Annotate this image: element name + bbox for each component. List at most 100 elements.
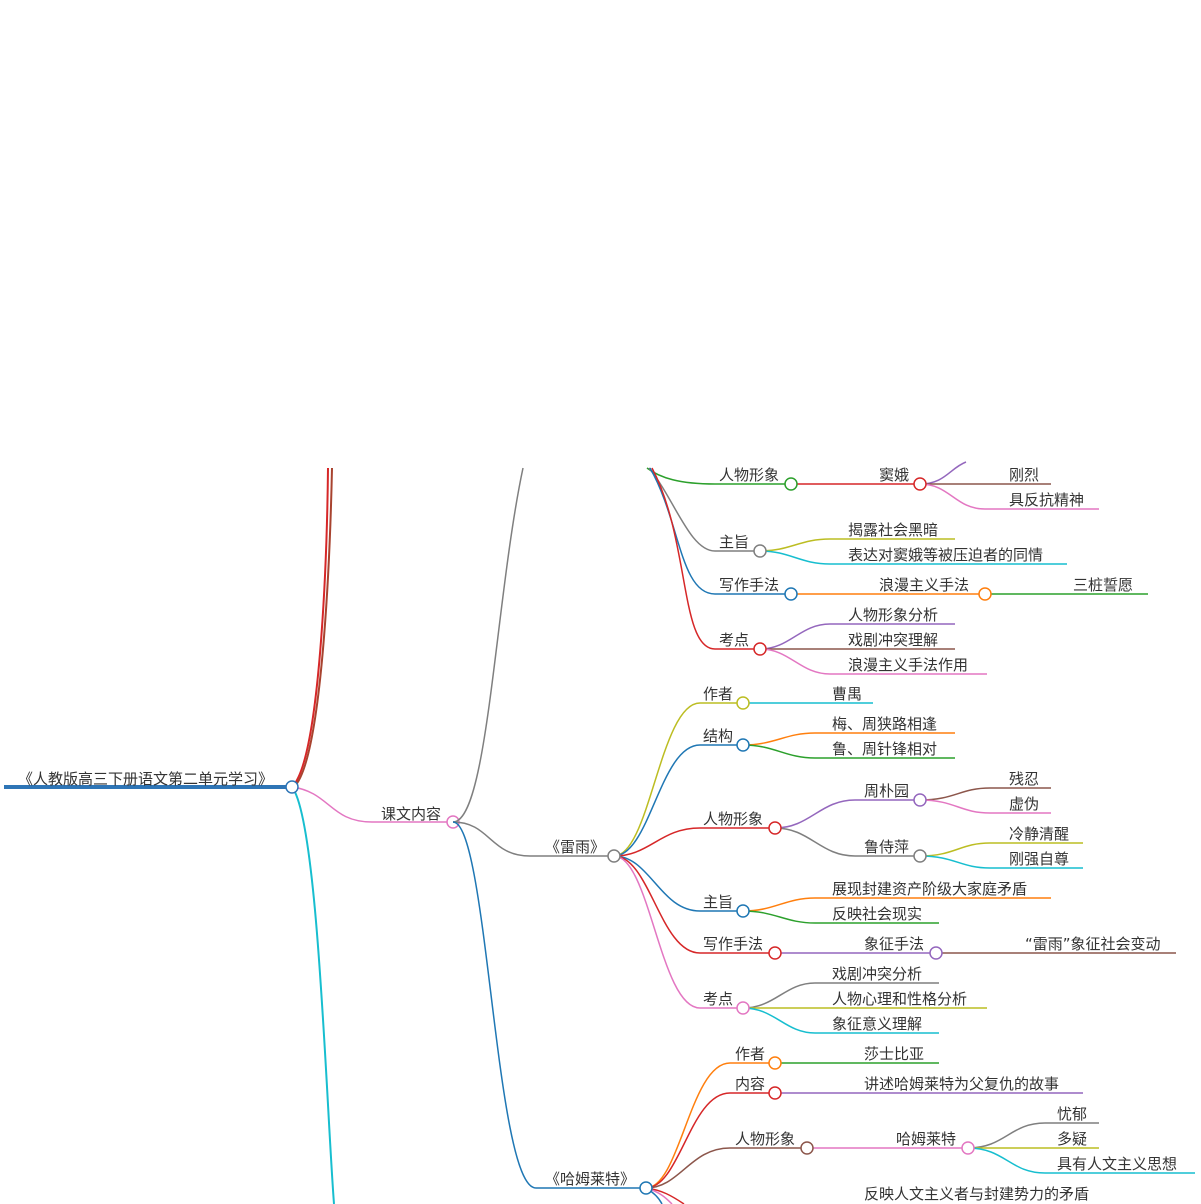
toggle-hamlet-content[interactable] — [768, 1086, 782, 1100]
edge-l1-leiyu — [452, 821, 614, 857]
toggle-top-xiezuo[interactable] — [784, 587, 798, 601]
toggle-leiyu-renwu[interactable] — [768, 821, 782, 835]
hamlet-h-1: 忧郁 — [1057, 1105, 1087, 1123]
edge-lu-1 — [919, 842, 1083, 857]
edge-root-l1 — [291, 786, 453, 823]
leiyu-kd-2: 人物心理和性格分析 — [832, 990, 967, 1008]
l1-node[interactable]: 课文内容 — [381, 805, 460, 829]
hamlet-h-3: 具有人文主义思想 — [1057, 1155, 1177, 1173]
partial-top-toggles[interactable] — [753, 477, 992, 656]
toggle-top-renwu[interactable] — [784, 477, 798, 491]
edge-renwu-zhou — [774, 799, 920, 829]
edge-renwu-lu — [774, 827, 920, 857]
hamlet-title: 《哈姆莱特》 — [545, 1170, 635, 1188]
leiyu-lu-2: 刚强自尊 — [1009, 850, 1069, 868]
hamlet-toggles[interactable] — [639, 1056, 975, 1195]
edge-l1-up — [452, 467, 524, 823]
toggle-top-langman[interactable] — [978, 587, 992, 601]
edge-structure-1 — [742, 732, 955, 746]
edge-leiyu-zhuzhi — [613, 855, 743, 912]
edge-zhuzhi-2 — [742, 910, 939, 924]
toggle-leiyu-zhuzhi[interactable] — [736, 904, 750, 918]
toggle-leiyu-xiezuo[interactable] — [768, 946, 782, 960]
leiyu-zhuzhi-2: 反映社会现实 — [832, 905, 922, 923]
toggle-hamlet-author[interactable] — [768, 1056, 782, 1070]
toggle-leiyu-structure[interactable] — [736, 738, 750, 752]
edge-root-down — [291, 786, 335, 1204]
top-kd-3: 浪漫主义手法作用 — [848, 656, 968, 674]
edge-kd-1 — [759, 623, 955, 650]
top-kd-2: 戏剧冲突理解 — [848, 631, 938, 649]
top-renwu-label: 人物形象 — [719, 466, 779, 484]
edge-kd-1 — [742, 982, 939, 1009]
top-fankang-label: 具反抗精神 — [1009, 491, 1084, 509]
leiyu-structure-2: 鲁、周针锋相对 — [832, 740, 937, 758]
leiyu-kaodian-label: 考点 — [703, 990, 733, 1008]
toggle-leiyu-xiangzheng[interactable] — [929, 946, 943, 960]
edge-zhuzhi-1 — [742, 897, 1051, 912]
toggle-hamlet-renwu[interactable] — [800, 1141, 814, 1155]
top-doue-label: 窦娥 — [879, 466, 909, 484]
toggle-leiyu-author[interactable] — [736, 696, 750, 710]
top-gangl-label: 刚烈 — [1009, 466, 1039, 484]
top-sanzhuang: 三桩誓愿 — [1073, 576, 1133, 594]
edge-l1-hamlet — [452, 821, 646, 1189]
root-branches — [291, 467, 453, 1204]
partial-top-labels: 人物形象 窦娥 刚烈 具反抗精神 主旨 揭露社会黑暗 表达对窦娥等被压迫者的同情… — [719, 466, 1133, 674]
hamlet-labels: 《哈姆莱特》 作者 莎士比亚 内容 讲述哈姆莱特为父复仇的故事 人物形象 哈姆莱… — [545, 1045, 1177, 1203]
leiyu-xiangzheng-1: “雷雨”象征社会变动 — [1025, 935, 1161, 953]
edge-lu-2 — [919, 855, 1083, 869]
toggle-leiyu-kaodian[interactable] — [736, 1001, 750, 1015]
edge-zhuzhi-1 — [759, 538, 955, 552]
l1-label: 课文内容 — [381, 805, 441, 823]
hamlet-hamlet: 哈姆莱特 — [896, 1130, 956, 1148]
hamlet-author-label: 作者 — [735, 1045, 765, 1063]
root-toggle[interactable] — [285, 780, 299, 794]
edge-zhou-2 — [919, 799, 1051, 814]
toggle-top-kaodian[interactable] — [753, 642, 767, 656]
edge-zhuzhi-2 — [759, 550, 1067, 565]
leiyu-zhou-2: 虚伪 — [1009, 795, 1039, 813]
toggle-leiyu-lu[interactable] — [913, 849, 927, 863]
top-zhuzhi-2: 表达对窦娥等被压迫者的同情 — [848, 546, 1043, 564]
leiyu-labels: 《雷雨》 作者 曹禺 结构 梅、周狭路相逢 鲁、周针锋相对 人物形象 周朴园 残… — [545, 685, 1161, 1033]
leiyu-zhuzhi-label: 主旨 — [703, 893, 733, 911]
toggle-hamlet[interactable] — [639, 1181, 653, 1195]
edge-hamlet-content — [645, 1092, 775, 1189]
top-zhuzhi-1: 揭露社会黑暗 — [848, 521, 938, 539]
edge-leiyu-author — [613, 702, 743, 857]
leiyu-lu-1: 冷静清醒 — [1009, 825, 1069, 843]
edge-doue-up — [919, 461, 967, 485]
leiyu-structure-label: 结构 — [703, 727, 733, 745]
root-node[interactable]: 《人教版高三下册语文第二单元学习》 — [4, 770, 299, 794]
hamlet-book — [645, 1062, 1195, 1204]
partial-top-book — [646, 461, 1148, 675]
leiyu-structure-1: 梅、周狭路相逢 — [832, 715, 937, 733]
edge-leiyu-structure — [613, 744, 743, 857]
leiyu-lu: 鲁侍萍 — [864, 838, 909, 856]
edge-h-1 — [967, 1122, 1099, 1149]
leiyu-xiezuo-label: 写作手法 — [703, 935, 763, 953]
toggle-top-zhuzhi[interactable] — [753, 544, 767, 558]
edge-top-xiezuo — [649, 467, 791, 595]
toggle-top-doue[interactable] — [913, 477, 927, 491]
top-kaodian-label: 考点 — [719, 631, 749, 649]
edge-root-up-1 — [291, 467, 329, 788]
toggle-leiyu[interactable] — [607, 849, 621, 863]
leiyu-zhou-1: 残忍 — [1009, 770, 1039, 788]
root-label: 《人教版高三下册语文第二单元学习》 — [18, 770, 273, 788]
top-kd-1: 人物形象分析 — [848, 606, 938, 624]
leiyu-kd-3: 象征意义理解 — [832, 1015, 922, 1033]
toggle-leiyu-zhou[interactable] — [913, 793, 927, 807]
hamlet-content: 讲述哈姆莱特为父复仇的故事 — [864, 1075, 1059, 1093]
edge-leiyu-renwu — [613, 827, 775, 857]
l1-branches — [452, 467, 646, 1189]
top-zhuzhi-label: 主旨 — [719, 533, 749, 551]
edge-root-up-2 — [293, 467, 333, 788]
edge-zhou-1 — [919, 787, 1051, 801]
leiyu-author-label: 作者 — [703, 685, 733, 703]
toggle-hamlet-hamlet[interactable] — [961, 1141, 975, 1155]
leiyu-toggles[interactable] — [607, 696, 943, 1015]
edge-structure-2 — [742, 744, 955, 759]
